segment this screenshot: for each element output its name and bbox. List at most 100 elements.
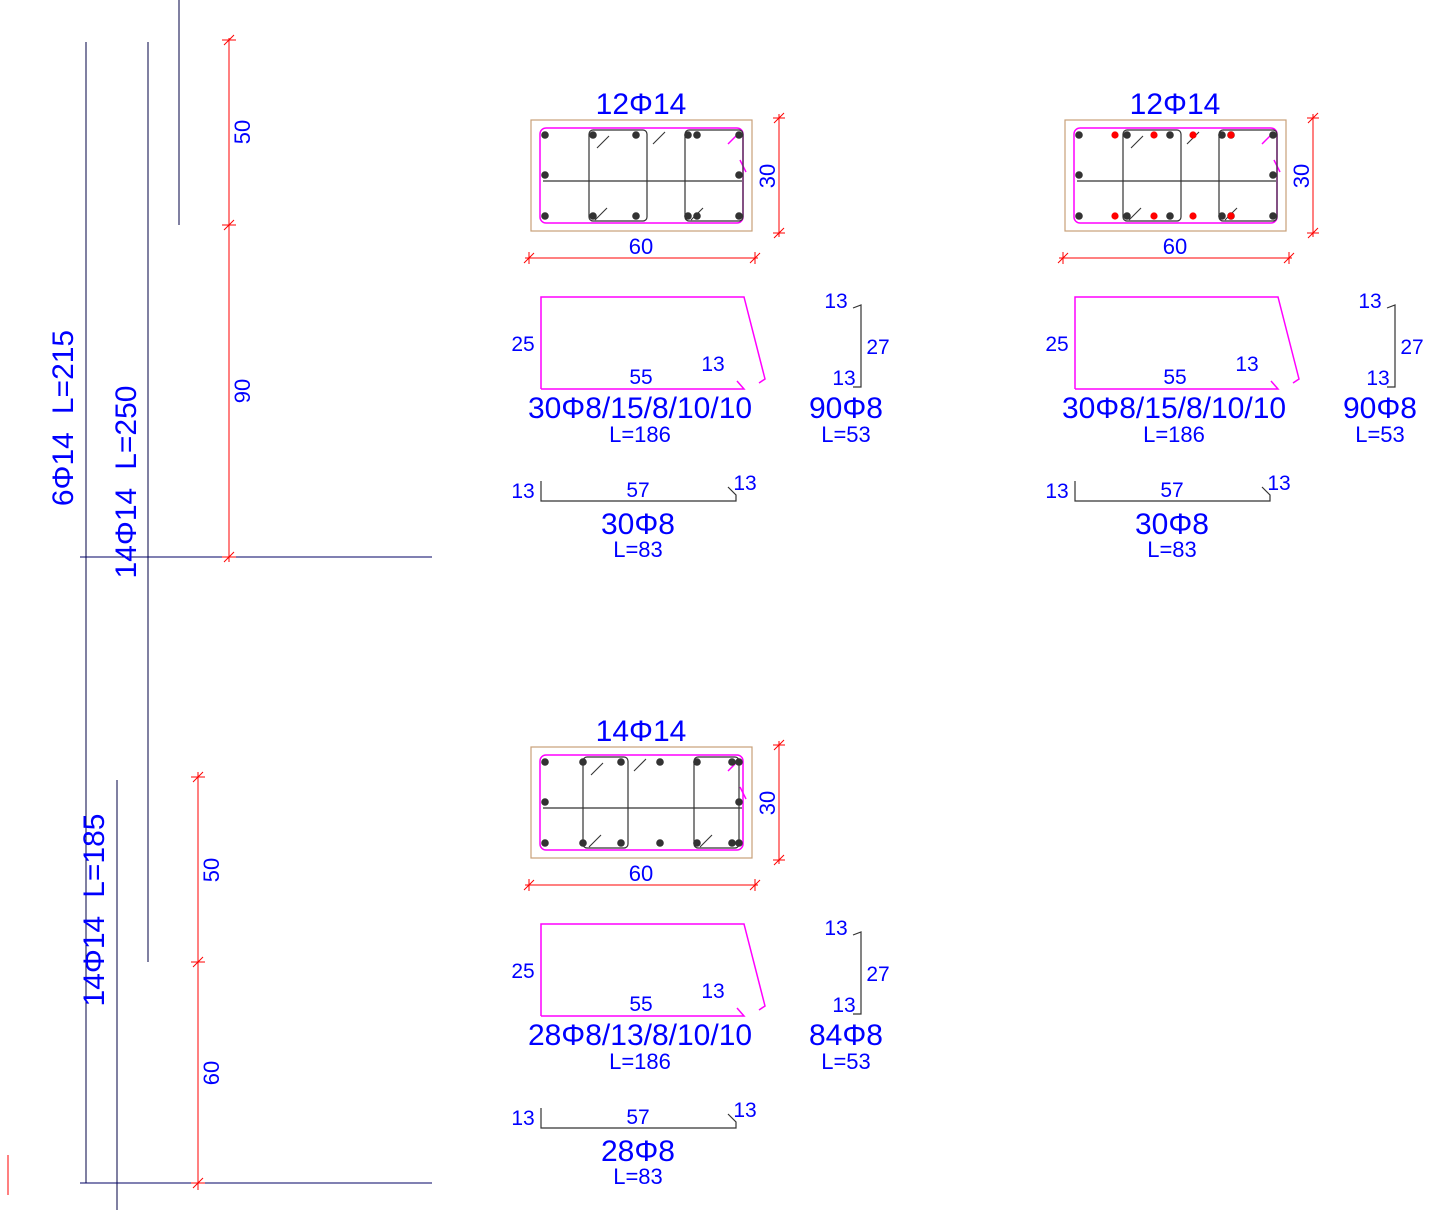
- tie-shape: [1386, 304, 1396, 388]
- tie-shape: [852, 304, 862, 388]
- dimension-tick: [749, 879, 761, 891]
- stirrup-length-label: L=186: [609, 1049, 671, 1074]
- section-width-label: 60: [1163, 234, 1187, 259]
- straight-length-label: L=83: [613, 1164, 663, 1189]
- longitudinal-bar: [1123, 212, 1131, 220]
- tie-bottom-label: 13: [1366, 367, 1389, 390]
- longitudinal-bar: [1269, 131, 1277, 139]
- longitudinal-bar: [735, 758, 743, 766]
- longitudinal-bar: [735, 839, 743, 847]
- longitudinal-bar: [1123, 131, 1131, 139]
- hook-slash: [633, 758, 647, 772]
- straight-left-label: 13: [511, 1107, 534, 1130]
- straight-bar-shape: [1074, 481, 1271, 502]
- stirrup-width-label: 55: [629, 366, 652, 389]
- longitudinal-bar: [656, 839, 664, 847]
- longitudinal-bar: [735, 131, 743, 139]
- concrete-outline: [530, 119, 753, 232]
- longitudinal-bar: [728, 758, 736, 766]
- inner-hoop: [588, 129, 648, 222]
- inner-hoop: [582, 756, 629, 849]
- stirrup-width-label: 55: [629, 993, 652, 1016]
- section-width-label: 60: [629, 234, 653, 259]
- dim-top-upper: 50: [230, 120, 255, 144]
- longitudinal-bar: [589, 131, 597, 139]
- longitudinal-bar: [541, 839, 549, 847]
- section-main-bars-label: 14Φ14: [596, 715, 687, 748]
- longitudinal-bar: [1218, 131, 1226, 139]
- longitudinal-bar: [1218, 212, 1226, 220]
- stirrup-hook-label: 13: [701, 980, 724, 1003]
- section-group: 14Φ14603025551328Φ8/13/8/10/10L=18613271…: [511, 715, 889, 1189]
- inner-hoop: [693, 756, 740, 849]
- tie-spec-label: 90Φ8: [809, 392, 883, 425]
- added-bar: [1227, 131, 1235, 139]
- section-height-label: 30: [755, 164, 780, 188]
- inner-hoop: [1218, 129, 1278, 222]
- tie-spec-label: 84Φ8: [809, 1019, 883, 1052]
- tie-top-label: 13: [824, 917, 847, 940]
- straight-bar-shape: [540, 481, 737, 502]
- longitudinal-bar: [541, 798, 549, 806]
- dimension-tick: [773, 854, 785, 866]
- longitudinal-bar: [1269, 212, 1277, 220]
- straight-right-label: 13: [733, 1099, 756, 1122]
- tie-length-label: L=53: [821, 1049, 871, 1074]
- added-bar: [1111, 212, 1119, 220]
- longitudinal-bar: [541, 212, 549, 220]
- dimension-tick: [523, 879, 535, 891]
- stirrup-spec-label: 30Φ8/15/8/10/10: [528, 392, 752, 425]
- dimension-tick: [1283, 252, 1295, 264]
- stirrup-width-label: 55: [1163, 366, 1186, 389]
- longitudinal-bar: [1166, 212, 1174, 220]
- tie-spec-label: 90Φ8: [1343, 392, 1417, 425]
- stirrup-shape: [540, 296, 766, 390]
- dim-bottom-upper: 50: [199, 858, 224, 882]
- longitudinal-bar: [541, 171, 549, 179]
- tie-bottom-label: 13: [832, 994, 855, 1017]
- stirrup-spec-label: 28Φ8/13/8/10/10: [528, 1019, 752, 1052]
- sections-layer: 12Φ14603025551330Φ8/15/8/10/10L=18613271…: [511, 88, 1423, 1189]
- dimension-tick: [1057, 252, 1069, 264]
- hook-slash: [594, 207, 608, 221]
- added-bar: [1150, 212, 1158, 220]
- added-bar: [1189, 212, 1197, 220]
- longitudinal-bar: [579, 758, 587, 766]
- longitudinal-bar: [541, 131, 549, 139]
- stirrup-hook-label: 13: [1235, 353, 1258, 376]
- dimension-tick: [773, 739, 785, 751]
- stirrup-hook: [739, 786, 747, 800]
- straight-spec-label: 30Φ8: [601, 508, 675, 541]
- stirrup-hook-label: 13: [701, 353, 724, 376]
- section-main-bars-label: 12Φ14: [596, 88, 687, 121]
- dim-bottom-lower: 60: [199, 1061, 224, 1085]
- straight-left-label: 13: [511, 480, 534, 503]
- section-height-label: 30: [755, 791, 780, 815]
- dimension-tick: [1307, 227, 1319, 239]
- longitudinal-bar: [617, 758, 625, 766]
- straight-mid-label: 57: [626, 1106, 649, 1129]
- stirrup-height-label: 25: [1045, 333, 1068, 356]
- tie-length-label: L=53: [821, 422, 871, 447]
- longitudinal-bar: [693, 212, 701, 220]
- tie-length-label: L=53: [1355, 422, 1405, 447]
- straight-left-label: 13: [1045, 480, 1068, 503]
- stirrup-outline: [539, 754, 744, 851]
- hook-slash: [596, 135, 610, 149]
- straight-right-label: 13: [733, 472, 756, 495]
- added-bar: [1150, 131, 1158, 139]
- added-bar: [1189, 131, 1197, 139]
- hook-slash: [699, 834, 713, 848]
- inner-hoop: [684, 129, 744, 222]
- straight-mid-label: 57: [1160, 479, 1183, 502]
- section-width-label: 60: [629, 861, 653, 886]
- longitudinal-bar: [541, 758, 549, 766]
- bar3-label: 14Φ14L=185: [78, 814, 111, 1007]
- concrete-outline: [1064, 119, 1287, 232]
- straight-length-label: L=83: [613, 537, 663, 562]
- tie-top-label: 13: [1358, 290, 1381, 313]
- hook-slash: [588, 834, 602, 848]
- hook-slash: [652, 131, 666, 145]
- longitudinal-bar: [632, 212, 640, 220]
